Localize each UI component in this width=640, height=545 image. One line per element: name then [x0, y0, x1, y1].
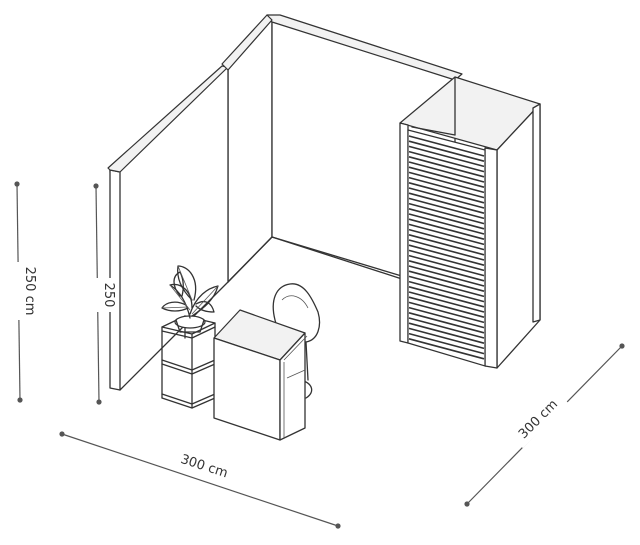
shutter-slat [408, 291, 485, 313]
shutter-slat [408, 182, 485, 204]
shutter-slat [408, 166, 485, 188]
shutter-slat [408, 150, 485, 173]
left-wall-top [107, 65, 229, 173]
shutter-slat [408, 218, 485, 240]
left-upper-top [221, 14, 273, 71]
shutter-slat [408, 228, 485, 251]
height-outer-label: 250 cm [22, 267, 37, 316]
shutter-slat [408, 213, 485, 235]
dimension-depth-side: 300 cm [464, 343, 625, 507]
shutter-slat [408, 296, 485, 318]
roller-shutter-door [407, 129, 486, 367]
shutter-slat [408, 192, 485, 214]
shutter-slat [408, 145, 485, 168]
floor-edge [271, 236, 406, 281]
shutter-slat [408, 332, 485, 355]
floor-edge-left [227, 236, 273, 283]
shutter-slat [408, 244, 485, 266]
shutter-slat [408, 223, 485, 246]
shutter-slat [408, 161, 485, 183]
shutter-slat [408, 187, 485, 209]
shutter-slat [408, 265, 485, 287]
shutter-slat [408, 280, 485, 303]
shutter-slat [408, 312, 485, 334]
shutter-slat [408, 306, 485, 329]
counter-desk [213, 309, 308, 441]
shutter-slat [408, 234, 485, 256]
shutter-slat [408, 249, 485, 272]
shutter-slat [408, 239, 485, 261]
shutter-slat [408, 317, 485, 339]
cabinet-front-post [484, 147, 498, 369]
shutter-slat [408, 260, 485, 282]
shutter-slat [408, 338, 485, 360]
shutter-slat [408, 270, 485, 292]
shutter-slat [408, 322, 485, 344]
cabinet-right-edge [532, 103, 541, 323]
cabinet-inner-top [411, 126, 456, 136]
shutter-slat [408, 254, 485, 277]
dimension-width-front: 300 cm [59, 431, 341, 529]
shutter-slat [408, 140, 485, 162]
cabinet-left-post [399, 122, 409, 344]
shutter-slat [408, 275, 485, 298]
shutter-slat [408, 301, 485, 324]
potted-plant [161, 265, 219, 333]
shutter-slat [408, 135, 485, 157]
shutter-slat [408, 208, 485, 230]
dimension-height-outer: 250 cm [10, 181, 37, 403]
shutter-slat [408, 202, 485, 225]
shutter-slat [408, 176, 485, 199]
shutter-slat [408, 197, 485, 220]
dimension-height-inner: 250 [90, 183, 116, 405]
shutter-slat [408, 327, 485, 350]
shutter-slat [408, 171, 485, 194]
height-inner-label: 250 [101, 283, 116, 308]
shutter-slat [408, 156, 485, 178]
shutter-slat [408, 286, 485, 308]
